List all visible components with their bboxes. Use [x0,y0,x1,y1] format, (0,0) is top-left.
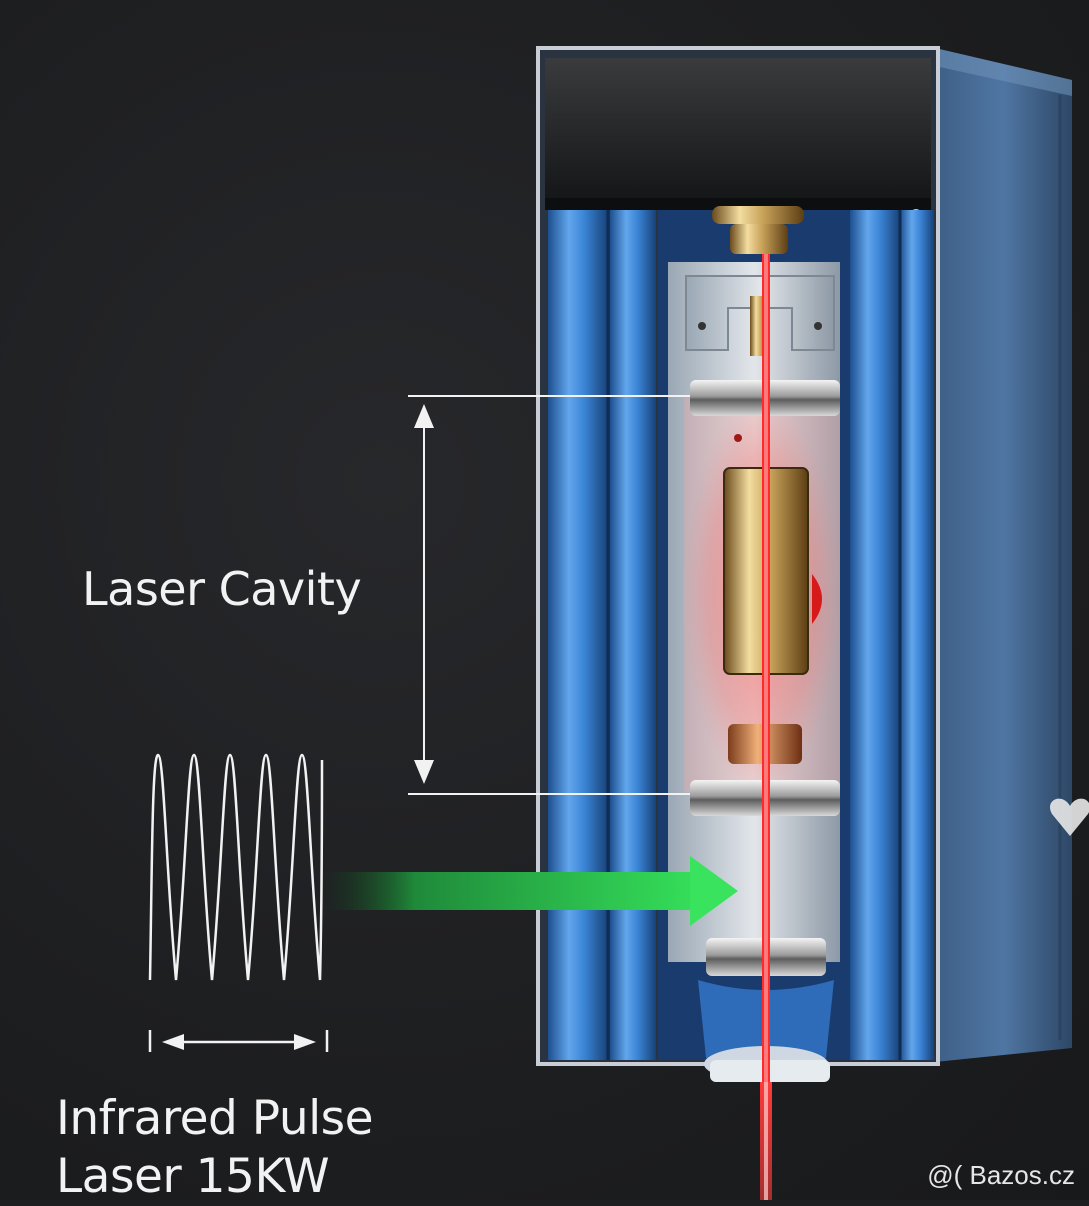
housing-side-panel [935,48,1072,1062]
laser-beam [760,254,772,1200]
beam-bracket [685,275,835,356]
sine-wave-icon [148,753,324,981]
top-lens-mount [712,206,804,254]
pump-arrow-icon [320,856,738,926]
pulse-label-line2: Laser 15KW [56,1149,330,1204]
watermark: @( Bazos.cz [927,1160,1075,1190]
heart-icon [1050,798,1089,836]
laser-cavity-label: Laser Cavity [82,562,362,616]
pulse-laser-label: Infrared Pulse Laser 15KW [56,1090,374,1206]
cooling-rails [548,210,934,1060]
double-arrow-vertical-icon [414,404,434,784]
cavity-dimension [408,395,690,795]
laser-crystal-rod [723,434,822,675]
pulse-label-line1: Infrared Pulse [56,1091,374,1146]
double-arrow-horizontal-icon [148,1030,329,1052]
